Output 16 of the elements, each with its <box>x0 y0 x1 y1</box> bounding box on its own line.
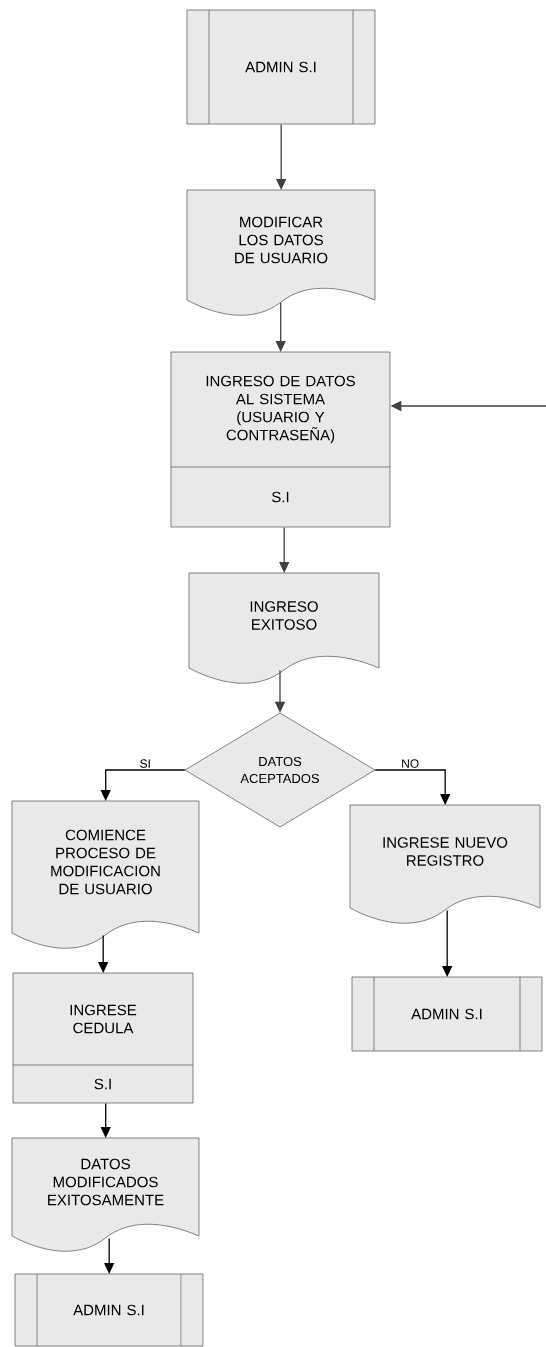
process-box: INGRESE CEDULA S.I <box>12 972 194 1104</box>
predefined-process-box: ADMIN S.I <box>351 976 543 1052</box>
arrow <box>374 769 451 805</box>
arrow <box>442 909 453 977</box>
arrow <box>276 123 287 190</box>
process-box: INGRESO DE DATOS AL SISTEMA (USUARIO Y CONTRASEÑA) S.I <box>170 351 391 528</box>
arrow <box>104 1237 115 1274</box>
predefined-process-box: ADMIN S.I <box>14 1273 204 1347</box>
predefined-process-box: ADMIN S.I <box>186 9 376 125</box>
edge-label: SI <box>138 758 152 769</box>
arrow <box>279 526 290 573</box>
arrow <box>100 1102 111 1138</box>
arrow <box>100 769 186 801</box>
edge-label: NO <box>400 758 421 769</box>
arrow <box>275 301 286 352</box>
arrow <box>98 934 109 973</box>
